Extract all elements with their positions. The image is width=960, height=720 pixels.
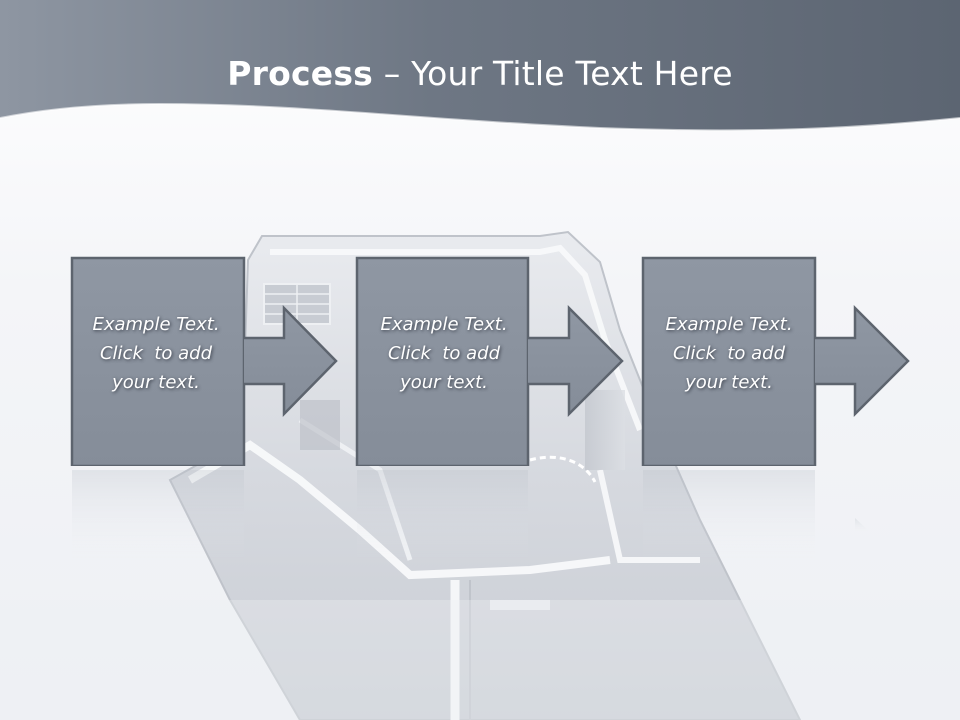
process-step-2-text[interactable]: Example Text. Click to add your text.	[358, 310, 530, 397]
step-1-line-1: Example Text.	[92, 314, 220, 335]
step-2-line-2: Click to add	[387, 343, 500, 364]
step-2-line-1: Example Text.	[380, 314, 508, 335]
process-step-2-shape[interactable]	[355, 256, 624, 466]
process-reflection	[72, 470, 870, 560]
process-step-1-shape[interactable]	[70, 256, 338, 466]
process-shapes	[70, 256, 910, 466]
title-bold: Process	[227, 54, 374, 93]
step-1-line-3: your text.	[112, 372, 200, 393]
process-step-3-shape[interactable]	[641, 256, 910, 466]
step-3-line-1: Example Text.	[665, 314, 793, 335]
step-3-line-3: your text.	[685, 372, 773, 393]
step-3-line-2: Click to add	[672, 343, 785, 364]
process-step-3-text[interactable]: Example Text. Click to add your text.	[643, 310, 815, 397]
title-rest: – Your Title Text Here	[373, 54, 733, 93]
header-banner	[0, 0, 960, 132]
process-step-1-text[interactable]: Example Text. Click to add your text.	[70, 310, 242, 397]
page-title: Process – Your Title Text Here	[0, 52, 960, 96]
step-2-line-3: your text.	[400, 372, 488, 393]
step-1-line-2: Click to add	[99, 343, 212, 364]
